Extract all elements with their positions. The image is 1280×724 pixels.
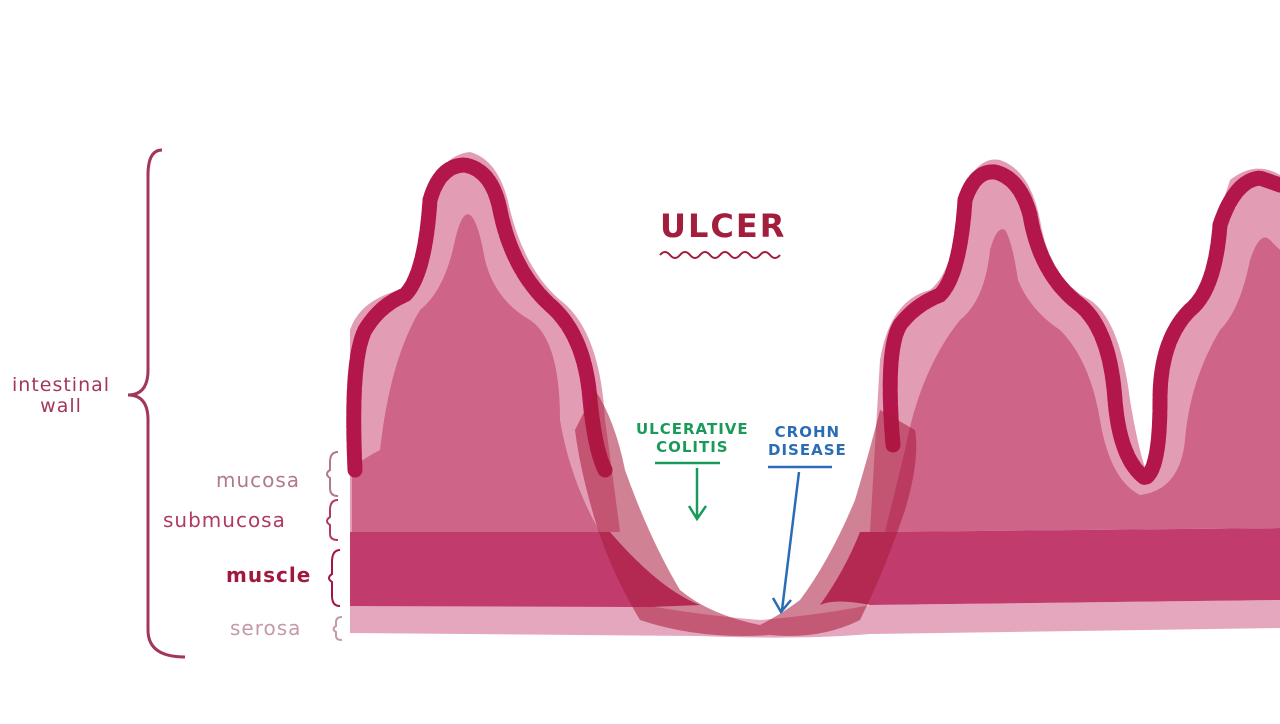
uc-arrow	[687, 468, 708, 522]
serosa-brace	[332, 616, 343, 641]
left-villus-epithelium	[346, 157, 613, 478]
ulcer-speckle-right	[760, 410, 917, 636]
title-underline	[659, 251, 781, 259]
muscle-layer	[350, 528, 1280, 607]
left-villus-core	[352, 214, 600, 532]
mucosa-label: mucosa	[216, 468, 301, 492]
intestinal-wall-label-line1: intestinal	[12, 374, 111, 396]
intestinal-wall-label: intestinal wall	[12, 375, 110, 417]
ulcerative-colitis-label: ULCERATIVE COLITIS	[636, 420, 749, 456]
crohn-disease-label: CROHN DISEASE	[768, 423, 847, 459]
cd-line2: DISEASE	[768, 441, 847, 459]
uc-line2: COLITIS	[656, 438, 729, 456]
cd-line1: CROHN	[774, 423, 841, 441]
intestinal-wall-brace	[127, 148, 186, 659]
mucosa-brace	[326, 451, 339, 497]
muscle-label: muscle	[226, 563, 312, 587]
crohn-arrow	[771, 471, 801, 615]
right-villus-core	[885, 229, 1280, 532]
right-villus-epithelium	[882, 164, 1280, 487]
serosa-label: serosa	[230, 616, 302, 640]
diagram-title: ULCER	[660, 207, 787, 245]
uc-line1: ULCERATIVE	[636, 420, 749, 438]
submucosa-brace	[326, 499, 339, 541]
muscle-brace	[328, 549, 341, 607]
intestinal-wall-label-line2: wall	[40, 394, 82, 417]
submucosa-label: submucosa	[163, 508, 286, 532]
ulcer-speckle-left	[575, 390, 770, 636]
